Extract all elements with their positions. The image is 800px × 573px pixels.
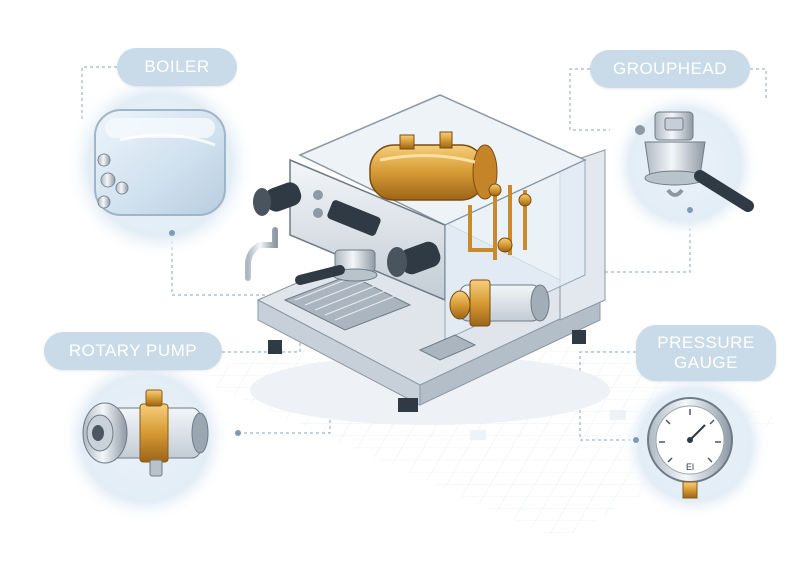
label-pressure-gauge-line2: GAUGE <box>674 353 738 372</box>
machine-pump <box>449 279 550 327</box>
label-pressure-gauge: PRESSURE GAUGE <box>636 325 776 381</box>
rotary-pump-icon <box>60 353 241 523</box>
label-rotary-pump: ROTARY PUMP <box>44 332 222 370</box>
machine-boiler <box>369 131 498 201</box>
label-grouphead: GROUPHEAD <box>590 50 750 88</box>
label-pressure-gauge-line1: PRESSURE <box>657 333 755 353</box>
grouphead-icon <box>610 90 760 240</box>
gauge-digit: El <box>686 462 694 472</box>
boiler-icon <box>65 70 255 260</box>
label-boiler: BOILER <box>117 48 237 86</box>
pressure-gauge-icon: El <box>620 370 770 520</box>
espresso-machine-icon <box>245 94 610 425</box>
